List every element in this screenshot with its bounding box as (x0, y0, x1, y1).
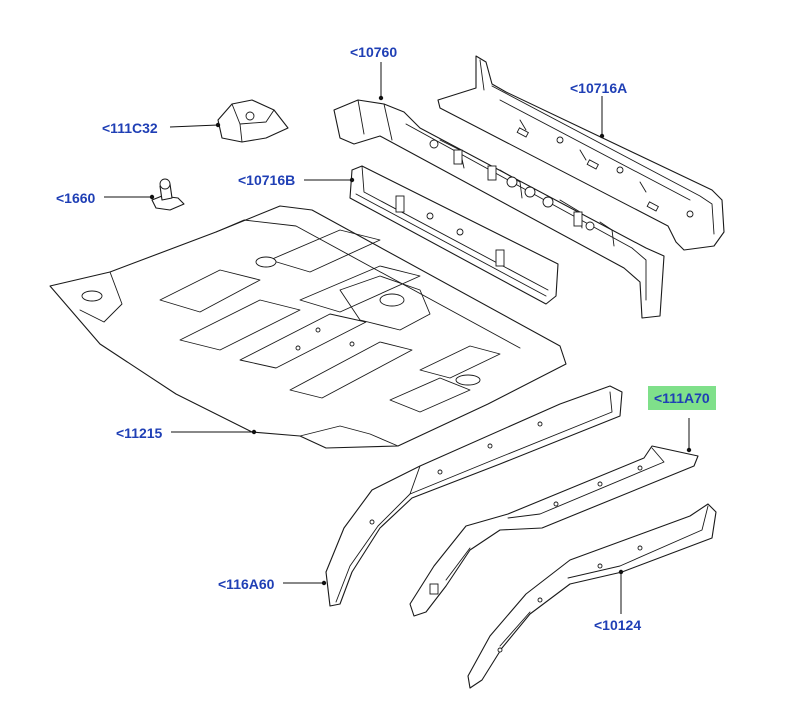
callout-10124: <10124 (594, 617, 642, 633)
part-116A60 (325, 385, 623, 607)
callout-11215: <11215 (116, 425, 163, 441)
part-11215 (49, 205, 567, 449)
callout-10716A: <10716A (570, 80, 628, 96)
part-10716B (349, 165, 559, 305)
part-1660 (151, 178, 185, 211)
callout-10760: <10760 (350, 44, 398, 60)
callout-116A60: <116A60 (218, 576, 275, 592)
callout-111A70-highlighted: <111A70 (648, 386, 716, 410)
part-111A70 (409, 445, 699, 617)
callout-10716B: <10716B (238, 172, 296, 188)
part-10716A (437, 55, 725, 251)
callout-1660: <1660 (56, 190, 96, 206)
callout-111C32: <111C32 (102, 120, 158, 136)
part-10760 (333, 99, 665, 319)
part-111C32 (217, 99, 289, 143)
part-10124 (467, 503, 717, 689)
leader-lines (104, 62, 692, 614)
